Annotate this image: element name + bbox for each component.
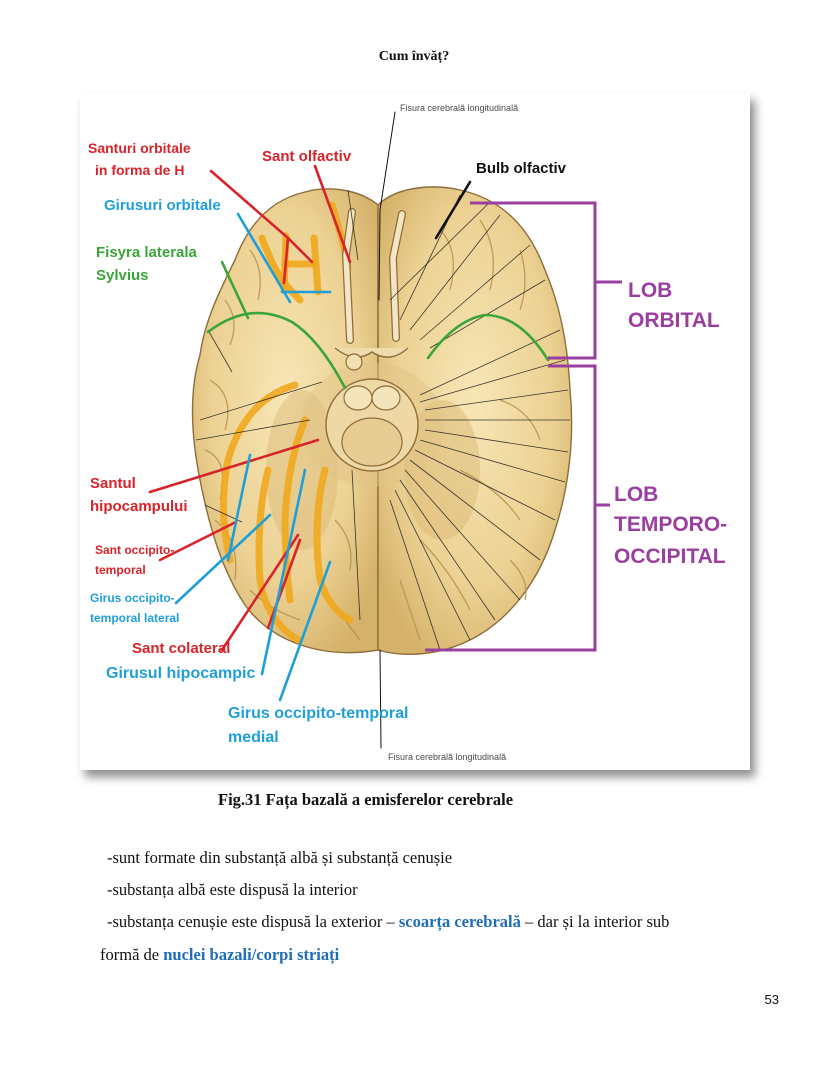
pointer-santul-hipocampului — [148, 438, 320, 494]
label-girus-occipito-temporal-medial-line1: Girus occipito-temporal — [228, 705, 408, 722]
label-santul-hipocampului-line1: Santul — [90, 475, 136, 492]
label-fisura-laterala-line1: Fisyra laterala — [96, 244, 198, 261]
label-santuri-orbitale-line1: Santuri orbitale — [88, 140, 191, 156]
highlight-scoarta-cerebrala: scoarța cerebrală — [398, 912, 521, 931]
label-santul-hipocampului-line2: hipocampului — [90, 498, 188, 515]
label-lob-orbital-line1: LOB — [628, 279, 672, 302]
pointer-girus-occipito-temporal-medial — [278, 560, 332, 702]
body-line-2: -substanța albă este dispusă la interior — [107, 880, 358, 899]
label-sant-colateral: Sant colateral — [132, 640, 230, 657]
label-sant-occipito-temporal-line2: temporal — [95, 563, 146, 577]
page-number: 53 — [764, 992, 779, 1007]
figure-caption: Fig.31 Fața bazală a emisferelor cerebra… — [218, 790, 514, 809]
pointer-sant-olfactiv — [313, 164, 352, 264]
body-line-4-text: formă de — [100, 945, 164, 964]
fissure-bottom-pointer — [379, 649, 382, 749]
pointer-girusuri-orbitale — [236, 212, 332, 304]
brain-diagram: Fisura cerebrală longitudinală Santuri o… — [88, 103, 727, 762]
body-line-3-text-b: – dar și la interior sub — [520, 912, 670, 931]
brain-basal-figure: Fisura cerebrală longitudinală Santuri o… — [80, 93, 750, 770]
sylvian-fissure-left — [206, 311, 347, 390]
label-fisura-laterala-line2: Sylvius — [96, 267, 149, 284]
sylvian-fissure-right — [426, 313, 550, 362]
page-header: Cum învăț? — [378, 49, 450, 64]
label-girus-occipito-temporal-medial-line2: medial — [228, 729, 279, 746]
label-sant-occipito-temporal-line1: Sant occipito- — [95, 543, 174, 557]
label-girus-occipito-temporal-lateral-line2: temporal lateral — [90, 611, 179, 625]
label-sant-olfactiv: Sant olfactiv — [262, 148, 352, 165]
label-lob-orbital-line2: ORBITAL — [628, 309, 720, 332]
body-line-4: formă de nuclei bazali/corpi striați — [100, 945, 339, 965]
label-bulb-olfactiv: Bulb olfactiv — [476, 160, 567, 177]
thin-leader-lines — [195, 189, 570, 651]
bracket-lob-orbital — [470, 201, 622, 360]
label-fissure-bottom: Fisura cerebrală longitudinală — [388, 752, 506, 762]
body-line-3-text-a: -substanța cenușie este dispusă la exter… — [107, 912, 399, 931]
label-santuri-orbitale-line2: in forma de H — [95, 162, 184, 178]
pointer-girus-occipito-temporal-lateral — [174, 453, 272, 605]
pointer-sant-colateral — [220, 533, 302, 652]
pointer-lines — [148, 164, 550, 702]
label-girusul-hipocampic: Girusul hipocampic — [106, 665, 255, 682]
body-line-3: -substanța cenușie este dispusă la exter… — [107, 912, 669, 932]
pointer-girusul-hipocampic — [260, 468, 307, 676]
label-fissure-top: Fisura cerebrală longitudinală — [400, 103, 518, 113]
pointer-bulb-olfactiv — [434, 180, 472, 240]
pointer-fisura-laterala — [220, 260, 250, 320]
pointer-sant-occipito-temporal — [158, 520, 238, 562]
brainstem-region — [325, 208, 419, 472]
fissure-top-pointer — [378, 111, 396, 301]
bracket-lob-temporo-occipital — [425, 364, 610, 652]
highlight-nuclei-bazali: nuclei bazali/corpi striați — [163, 945, 340, 964]
left-hemisphere — [191, 188, 379, 654]
label-girusuri-orbitale: Girusuri orbitale — [104, 197, 221, 214]
label-lob-temporo-occipital-line3: OCCIPITAL — [614, 545, 726, 568]
label-lob-temporo-occipital-line1: LOB — [614, 483, 658, 506]
pointer-santuri-orbitale — [209, 169, 314, 285]
gyri-pattern — [204, 219, 541, 641]
label-lob-temporo-occipital-line2: TEMPORO- — [614, 513, 727, 536]
body-line-1: -sunt formate din substanță albă și subs… — [107, 848, 453, 867]
label-girus-occipito-temporal-lateral-line1: Girus occipito- — [90, 591, 175, 605]
